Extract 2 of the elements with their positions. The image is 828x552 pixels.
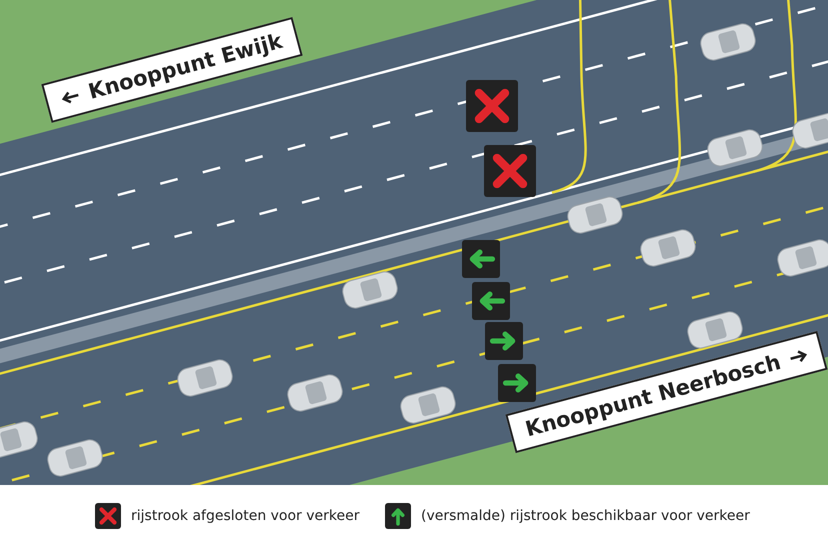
legend-text: (versmalde) rijstrook beschikbaar voor verkeer [421,508,750,524]
legend-text: rijstrook afgesloten voor verkeer [131,508,360,524]
